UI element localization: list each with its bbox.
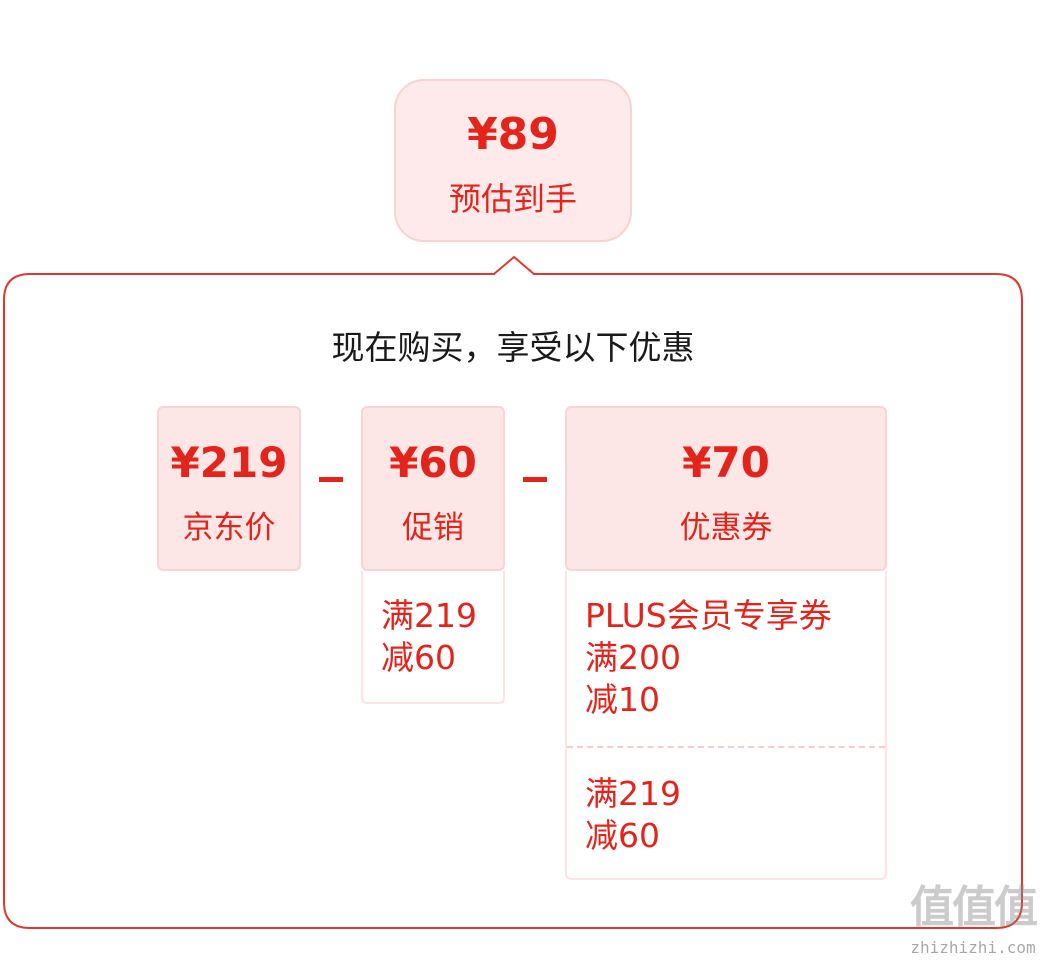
coupon-reduction: 减60 (585, 816, 660, 855)
discount-panel-title: 现在购买，享受以下优惠 (331, 328, 695, 367)
watermark-site: zhizhizhi.com (910, 938, 1036, 957)
promotion-detail: 满219 减60 (361, 571, 505, 704)
jd-price-value: ¥219 (170, 438, 288, 487)
coupon-item: 满219 减60 (585, 773, 875, 857)
coupon-label: 优惠券 (679, 510, 773, 546)
estimated-price: ¥89 (467, 109, 559, 160)
coupon-threshold: 满200 (585, 638, 681, 677)
coupon-name: PLUS会员专享券 (585, 596, 832, 635)
watermark-logo: 值值值 (910, 882, 1038, 933)
promotion-threshold: 满219 (381, 596, 477, 635)
coupon-value: ¥70 (682, 438, 770, 487)
estimated-price-badge: ¥89 预估到手 (394, 79, 632, 242)
minus-operator (523, 477, 547, 482)
estimated-price-label: 预估到手 (448, 180, 577, 218)
promotion-reduction: 减60 (381, 638, 456, 677)
coupon-detail: PLUS会员专享券 满200 减10 满219 减60 (565, 571, 887, 880)
coupon-divider (567, 746, 885, 748)
coupon-item: PLUS会员专享券 满200 减10 (585, 595, 875, 721)
promotion-value: ¥60 (389, 438, 477, 487)
coupon-card: ¥70 优惠券 (565, 406, 887, 571)
jd-price-card: ¥219 京东价 (157, 406, 301, 571)
coupon-threshold: 满219 (585, 774, 681, 813)
jd-price-label: 京东价 (182, 510, 276, 546)
minus-operator (319, 477, 343, 482)
promotion-card: ¥60 促销 (361, 406, 505, 571)
coupon-reduction: 减10 (585, 680, 660, 719)
promotion-label: 促销 (402, 510, 464, 546)
watermark: 值值值 zhizhizhi.com (898, 882, 1048, 964)
